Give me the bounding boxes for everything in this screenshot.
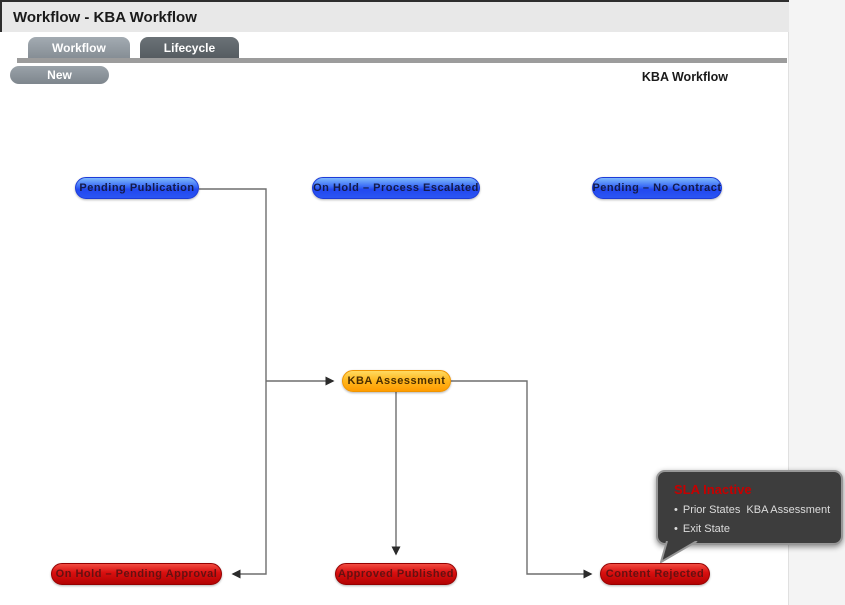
sla-tooltip-prior-states: •Prior States KBA Assessment [674,504,831,516]
state-node-kba-assessment[interactable]: KBA Assessment [342,370,451,392]
sla-tooltip-exit-state: •Exit State [674,523,730,535]
state-node-on-hold-process-escalated[interactable]: On Hold – Process Escalated [312,177,480,199]
state-node-content-rejected[interactable]: Content Rejected [600,563,710,585]
workflow-name-heading: KBA Workflow [641,70,728,84]
workflow-panel: Workflow - KBA Workflow Workflow Lifecyc… [0,0,789,605]
state-node-pending-no-contract[interactable]: Pending – No Contract [592,177,722,199]
tabbar-divider [17,58,787,63]
state-node-on-hold-pending-approval[interactable]: On Hold – Pending Approval [51,563,222,585]
page-titlebar: Workflow - KBA Workflow [0,0,789,32]
sla-tooltip: SLA Inactive •Prior States KBA Assessmen… [656,470,843,563]
state-node-pending-publication[interactable]: Pending Publication [75,177,199,199]
tab-workflow[interactable]: Workflow [28,37,130,58]
tab-strip: Workflow Lifecycle [28,37,240,58]
tab-lifecycle[interactable]: Lifecycle [139,37,240,58]
bullet-icon: • [674,523,678,535]
tooltip-tail [660,541,698,563]
sla-tooltip-title: SLA Inactive [674,482,752,497]
bullet-icon: • [674,504,678,516]
state-node-approved-published[interactable]: Approved Published [335,563,457,585]
new-button[interactable]: New [10,66,109,84]
page-title: Workflow - KBA Workflow [13,8,197,26]
